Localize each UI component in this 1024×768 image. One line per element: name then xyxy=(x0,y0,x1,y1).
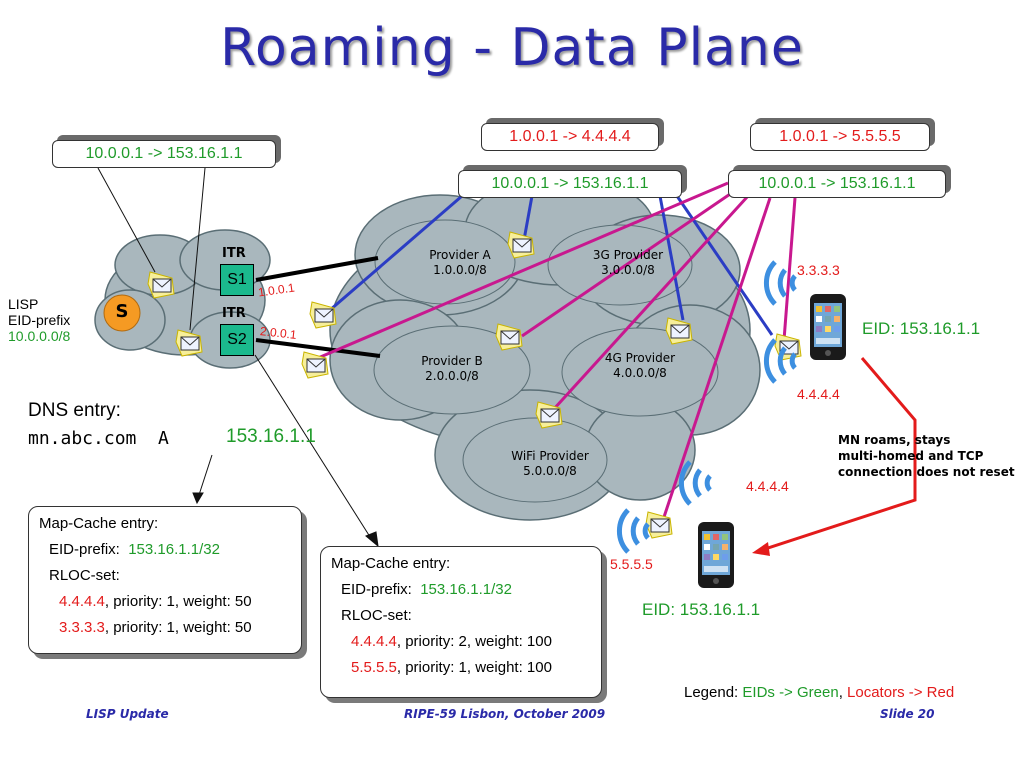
map-cache-itr-2: Map-Cache entry: EID-prefix: 153.16.1.1/… xyxy=(320,546,602,698)
itr-s1: S1 xyxy=(220,264,254,296)
roaming-note: MN roams, stays multi-homed and TCP conn… xyxy=(838,432,1015,480)
header-right-eid: 10.0.0.1 -> 153.16.1.1 xyxy=(728,170,946,198)
header-mid-rloc: 1.0.0.1 -> 4.4.4.4 xyxy=(481,123,659,151)
site-label-line2: EID-prefix xyxy=(8,312,71,328)
header-left-eid: 10.0.0.1 -> 153.16.1.1 xyxy=(52,140,276,168)
site-label-line1: LISP xyxy=(8,296,39,312)
map-cache-1-rloc-1-attrs: , priority: 1, weight: 50 xyxy=(104,593,252,610)
map-cache-2-rloc-label: RLOC-set: xyxy=(341,607,412,624)
map-cache-1-rloc-label: RLOC-set: xyxy=(49,567,120,584)
mn-bottom-rloc-4: 4.4.4.4 xyxy=(746,478,789,494)
map-cache-1-rloc-2: 3.3.3.3, priority: 1, weight: 50 xyxy=(39,615,291,641)
map-cache-1-eid-row: EID-prefix: 153.16.1.1/32 xyxy=(39,537,291,563)
map-cache-itr-1: Map-Cache entry: EID-prefix: 153.16.1.1/… xyxy=(28,506,302,654)
provider-wifi: WiFi Provider 5.0.0.0/8 xyxy=(490,449,610,479)
map-cache-2-rloc-1-attrs: , priority: 2, weight: 100 xyxy=(396,633,552,650)
site-label: LISP EID-prefix 10.0.0.0/8 xyxy=(8,296,70,344)
dns-record: mn.abc.com A xyxy=(28,428,169,449)
itr-s2: S2 xyxy=(220,324,254,356)
mn-bottom-eid: EID: 153.16.1.1 xyxy=(642,600,761,619)
legend: Legend: EIDs -> Green, Locators -> Red xyxy=(684,684,954,701)
map-cache-1-rloc-2-addr: 3.3.3.3 xyxy=(59,619,105,636)
mobile-node-top xyxy=(766,262,846,382)
map-cache-2-rloc-2-addr: 5.5.5.5 xyxy=(351,659,397,676)
map-cache-2-eid-value: 153.16.1.1/32 xyxy=(420,581,512,598)
map-cache-2-heading: Map-Cache entry: xyxy=(331,555,451,572)
legend-separator: , xyxy=(838,684,848,701)
provider-4g: 4G Provider 4.0.0.0/8 xyxy=(580,351,700,381)
provider-a-name: Provider A xyxy=(429,248,491,262)
map-cache-2-rloc-1: 4.4.4.4, priority: 2, weight: 100 xyxy=(331,629,591,655)
legend-locators: Locators -> Red xyxy=(847,684,955,701)
provider-3g-prefix: 3.0.0.0/8 xyxy=(601,263,655,277)
roaming-note-line3: connection does not reset xyxy=(838,465,1015,479)
map-cache-2-rloc-2-attrs: , priority: 1, weight: 100 xyxy=(396,659,552,676)
itr-label-1: ITR xyxy=(222,246,246,261)
map-cache-1-heading: Map-Cache entry: xyxy=(39,515,159,532)
mn-bottom-rloc-5: 5.5.5.5 xyxy=(610,556,653,572)
source-label: S xyxy=(115,301,129,322)
itr-label-2: ITR xyxy=(222,306,246,321)
mn-top-rloc-4: 4.4.4.4 xyxy=(797,386,840,402)
map-cache-2-rloc-2: 5.5.5.5, priority: 1, weight: 100 xyxy=(331,655,591,681)
provider-4g-name: 4G Provider xyxy=(604,351,676,365)
page-title: Roaming - Data Plane xyxy=(220,18,804,78)
provider-4g-prefix: 4.0.0.0/8 xyxy=(613,366,667,380)
map-cache-2-rloc-1-addr: 4.4.4.4 xyxy=(351,633,397,650)
provider-a-prefix: 1.0.0.0/8 xyxy=(433,263,487,277)
provider-b: Provider B 2.0.0.0/8 xyxy=(392,354,512,384)
provider-wifi-prefix: 5.0.0.0/8 xyxy=(523,464,577,478)
provider-3g: 3G Provider 3.0.0.0/8 xyxy=(568,248,688,278)
provider-wifi-name: WiFi Provider xyxy=(511,449,589,463)
header-mid-eid: 10.0.0.1 -> 153.16.1.1 xyxy=(458,170,682,198)
roaming-note-line2: multi-homed and TCP xyxy=(838,449,984,463)
provider-3g-name: 3G Provider xyxy=(592,248,664,262)
dns-label: DNS entry: xyxy=(28,400,121,421)
roaming-note-line1: MN roams, stays xyxy=(838,433,951,447)
provider-b-prefix: 2.0.0.0/8 xyxy=(425,369,479,383)
legend-eids: EIDs -> Green xyxy=(742,684,839,701)
header-right-rloc: 1.0.0.1 -> 5.5.5.5 xyxy=(750,123,930,151)
map-cache-1-rloc-1: 4.4.4.4, priority: 1, weight: 50 xyxy=(39,589,291,615)
map-cache-2-eid-label: EID-prefix: xyxy=(341,581,412,598)
mn-top-rloc-3: 3.3.3.3 xyxy=(797,262,840,278)
provider-a: Provider A 1.0.0.0/8 xyxy=(400,248,520,278)
footer-center: RIPE-59 Lisbon, October 2009 xyxy=(404,707,606,721)
mn-top-eid: EID: 153.16.1.1 xyxy=(862,319,981,338)
dns-address: 153.16.1.1 xyxy=(226,426,316,447)
footer-right: Slide 20 xyxy=(880,707,935,721)
footer-left: LISP Update xyxy=(86,707,169,721)
source-node xyxy=(103,294,141,332)
legend-label: Legend: xyxy=(684,684,743,701)
provider-b-name: Provider B xyxy=(421,354,483,368)
site-prefix: 10.0.0.0/8 xyxy=(8,328,71,344)
map-cache-1-eid-label: EID-prefix: xyxy=(49,541,120,558)
map-cache-2-eid-row: EID-prefix: 153.16.1.1/32 xyxy=(331,577,591,603)
map-cache-1-rloc-1-addr: 4.4.4.4 xyxy=(59,593,105,610)
map-cache-1-eid-value: 153.16.1.1/32 xyxy=(128,541,220,558)
map-cache-1-rloc-2-attrs: , priority: 1, weight: 50 xyxy=(104,619,252,636)
